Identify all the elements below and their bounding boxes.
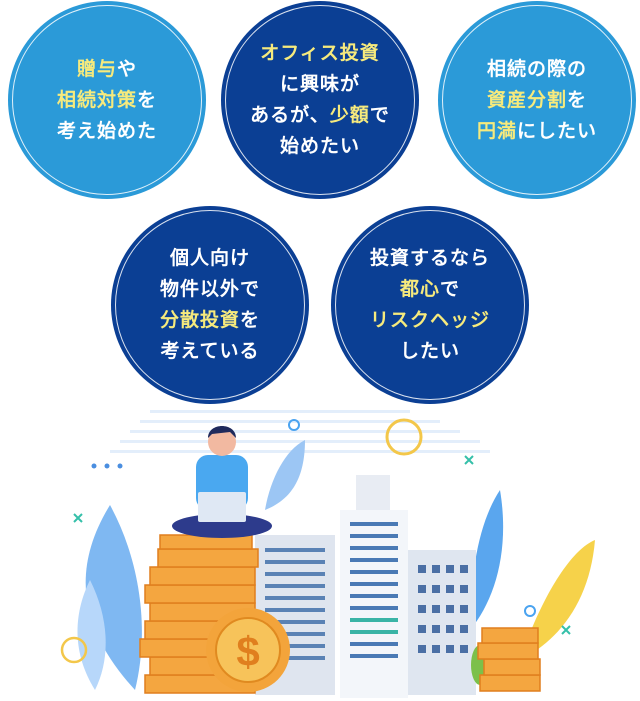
bubble-text: 考えている	[160, 340, 260, 362]
highlighted-keyword: 分散投資	[159, 309, 240, 331]
bubble-line: 都心で	[400, 274, 460, 305]
leaf-top-blue	[265, 440, 305, 510]
building-center-top	[356, 475, 390, 515]
bubble-text: 投資するなら	[369, 247, 490, 269]
ring-deco	[524, 605, 536, 617]
bubble-text: で	[440, 278, 461, 300]
highlighted-keyword: オフィス投資	[260, 42, 380, 64]
building-right-windows	[418, 565, 468, 653]
highlighted-keyword: 都心	[399, 278, 440, 300]
concern-bubble-diversified-investment: 個人向け物件以外で分散投資を考えている	[111, 206, 309, 404]
dots-deco	[91, 463, 123, 469]
ring-deco	[288, 419, 300, 431]
bubble-text: で	[369, 104, 390, 126]
bubble-line: 円満にしたい	[477, 116, 597, 147]
building-center	[340, 510, 408, 698]
bubble-line: 資産分割を	[487, 85, 587, 116]
highlighted-keyword: 相続対策	[56, 88, 137, 111]
bubble-line: 分散投資を	[160, 305, 260, 336]
bubble-line: 贈与や	[77, 54, 137, 85]
highlighted-keyword: 円満	[476, 119, 517, 142]
dollar-symbol: $	[236, 628, 259, 675]
bubble-line: 相続の際の	[487, 54, 587, 85]
bubble-text: 考え始めた	[56, 119, 157, 142]
building-right	[408, 550, 476, 695]
bubble-line: に興味が	[280, 69, 360, 100]
bubble-line: リスクヘッジ	[370, 305, 490, 336]
cross-deco	[464, 455, 474, 465]
bubble-line: したい	[400, 336, 460, 367]
bubble-line: 相続対策を	[57, 85, 157, 116]
bubble-text: を	[240, 309, 261, 331]
building-left-windows	[265, 548, 325, 660]
bubble-text: や	[117, 57, 138, 80]
bubble-text: に興味が	[279, 73, 360, 95]
bubble-line: オフィス投資	[260, 38, 380, 69]
highlighted-keyword: リスクヘッジ	[369, 309, 490, 331]
bubble-line: 物件以外で	[160, 274, 260, 305]
concern-bubble-asset-division: 相続の際の資産分割を円満にしたい	[438, 1, 636, 199]
leaf-right-blue	[470, 490, 504, 630]
bubble-text: 物件以外で	[159, 278, 260, 300]
highlighted-keyword: 贈与	[76, 57, 117, 80]
bubble-text: あるが、	[250, 104, 330, 126]
concern-bubble-office-investment: オフィス投資に興味があるが、少額で始めたい	[221, 1, 419, 199]
coin-stack-right	[477, 627, 541, 692]
bubble-line: 考えている	[160, 336, 259, 367]
bubble-text: 相続の際の	[486, 57, 587, 80]
building-center-windows	[350, 522, 398, 658]
bubble-line: 考え始めた	[57, 116, 157, 147]
cross-deco	[73, 513, 83, 523]
concern-bubble-risk-hedge: 投資するなら都心でリスクヘッジしたい	[331, 206, 529, 404]
bubble-line: 投資するなら	[370, 243, 490, 274]
highlighted-keyword: 資産分割	[486, 88, 567, 111]
bubble-line: あるが、少額で	[250, 100, 390, 131]
bubble-text: したい	[399, 340, 460, 362]
investment-illustration: $	[60, 410, 595, 698]
highlighted-keyword: 少額	[329, 104, 370, 126]
small-coin-icon	[385, 418, 423, 456]
leaf-left-light	[77, 580, 106, 690]
cross-deco	[561, 625, 571, 635]
bubble-line: 個人向け	[170, 243, 250, 274]
dollar-coin-icon: $	[206, 608, 290, 692]
leaf-left	[85, 505, 142, 690]
small-coin-icon	[60, 636, 88, 664]
bubble-text: 個人向け	[169, 247, 250, 269]
bubble-text: を	[567, 88, 588, 111]
bubble-text: を	[137, 88, 158, 111]
bubble-text: 始めたい	[279, 135, 360, 157]
concern-bubble-gift-inheritance: 贈与や相続対策を考え始めた	[8, 1, 206, 199]
person-with-laptop	[172, 426, 272, 538]
bubble-text: にしたい	[517, 119, 598, 142]
bubble-line: 始めたい	[280, 131, 360, 162]
